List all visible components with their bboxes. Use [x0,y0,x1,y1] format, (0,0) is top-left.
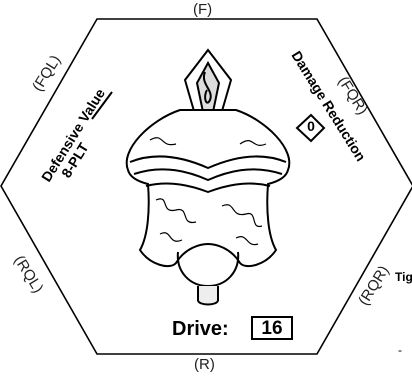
arc-rear-label: (R) [194,357,215,372]
drive-label: Drive: [172,318,229,341]
arc-front-label: (F) [193,2,212,17]
damage-reduction-value: 0 [305,118,317,134]
ship-illustration [127,50,290,305]
margin-text-bottom-right: - [398,343,402,357]
drive-value: 16 [251,316,293,340]
margin-text-right: Tigh [395,270,412,284]
